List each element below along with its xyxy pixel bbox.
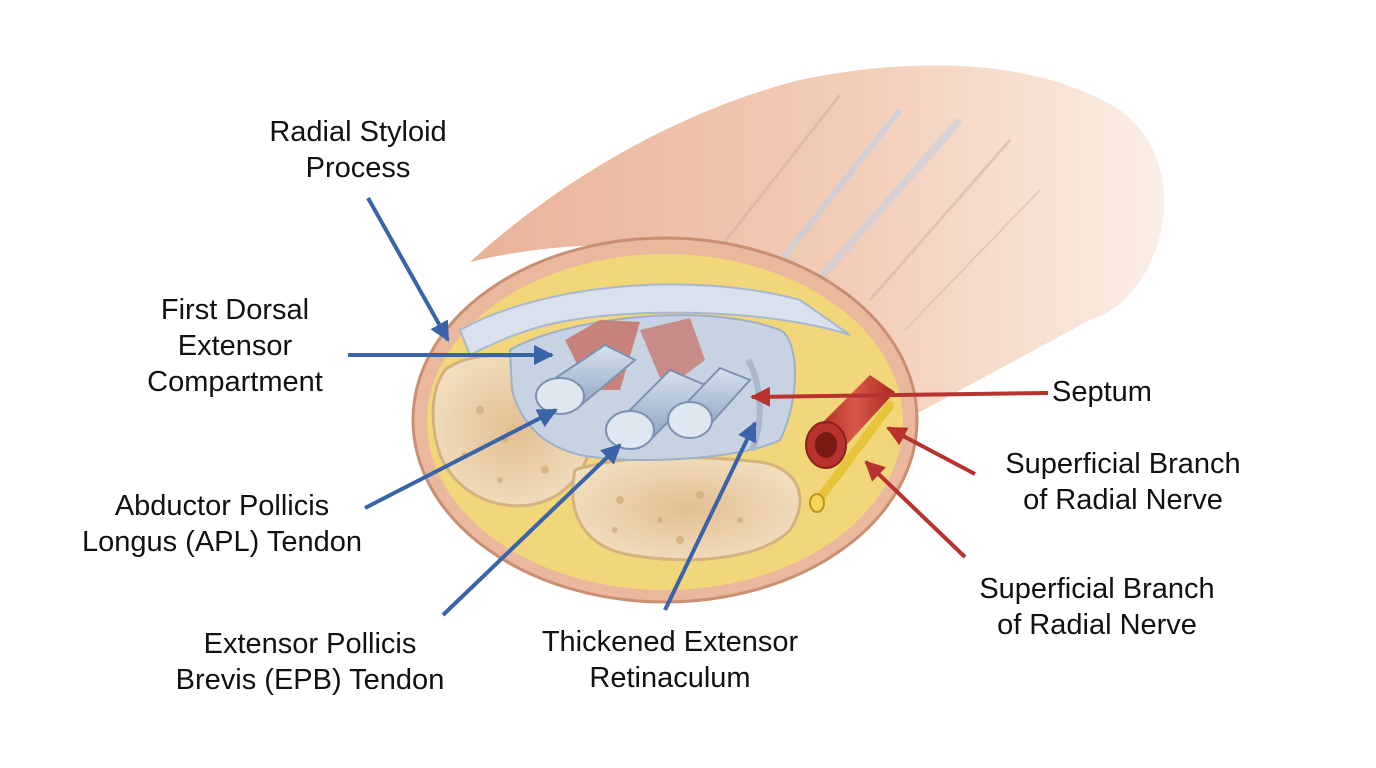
label-epb-tendon: Extensor Pollicis Brevis (EPB) Tendon	[175, 628, 445, 696]
label-first-dorsal-extensor-compartment: First Dorsal Extensor Compartment	[147, 294, 323, 398]
radial-nerve	[810, 400, 895, 510]
arrow-epb	[441, 443, 622, 617]
third-tendon-bundle	[667, 366, 752, 439]
label-radial-styloid-process: Radial Styloid Process	[269, 116, 447, 184]
label-thickened-extensor-retinaculum: Thickened Extensor Retinaculum	[541, 626, 799, 694]
forearm-shaft	[470, 65, 1165, 420]
label-superficial-branch-radial-nerve-upper: Superficial Branch of Radial Nerve	[1005, 448, 1241, 516]
label-superficial-branch-radial-nerve-lower: Superficial Branch of Radial Nerve	[979, 573, 1215, 641]
arrow-apl	[364, 408, 558, 510]
label-apl-tendon: Abductor Pollicis Longus (APL) Tendon	[81, 490, 362, 558]
arrow-nerve-lower	[864, 460, 967, 559]
arrow-retinaculum	[663, 421, 757, 611]
retinaculum-band	[458, 283, 851, 357]
epb-tendon-bundle	[605, 368, 707, 450]
apl-tendon-bundle	[535, 343, 637, 415]
arrow-septum	[750, 386, 1049, 407]
label-septum: Septum	[1052, 376, 1152, 408]
cross-section	[411, 236, 919, 604]
arrow-radial-styloid	[366, 197, 450, 342]
arrow-nerve-upper	[886, 426, 976, 476]
